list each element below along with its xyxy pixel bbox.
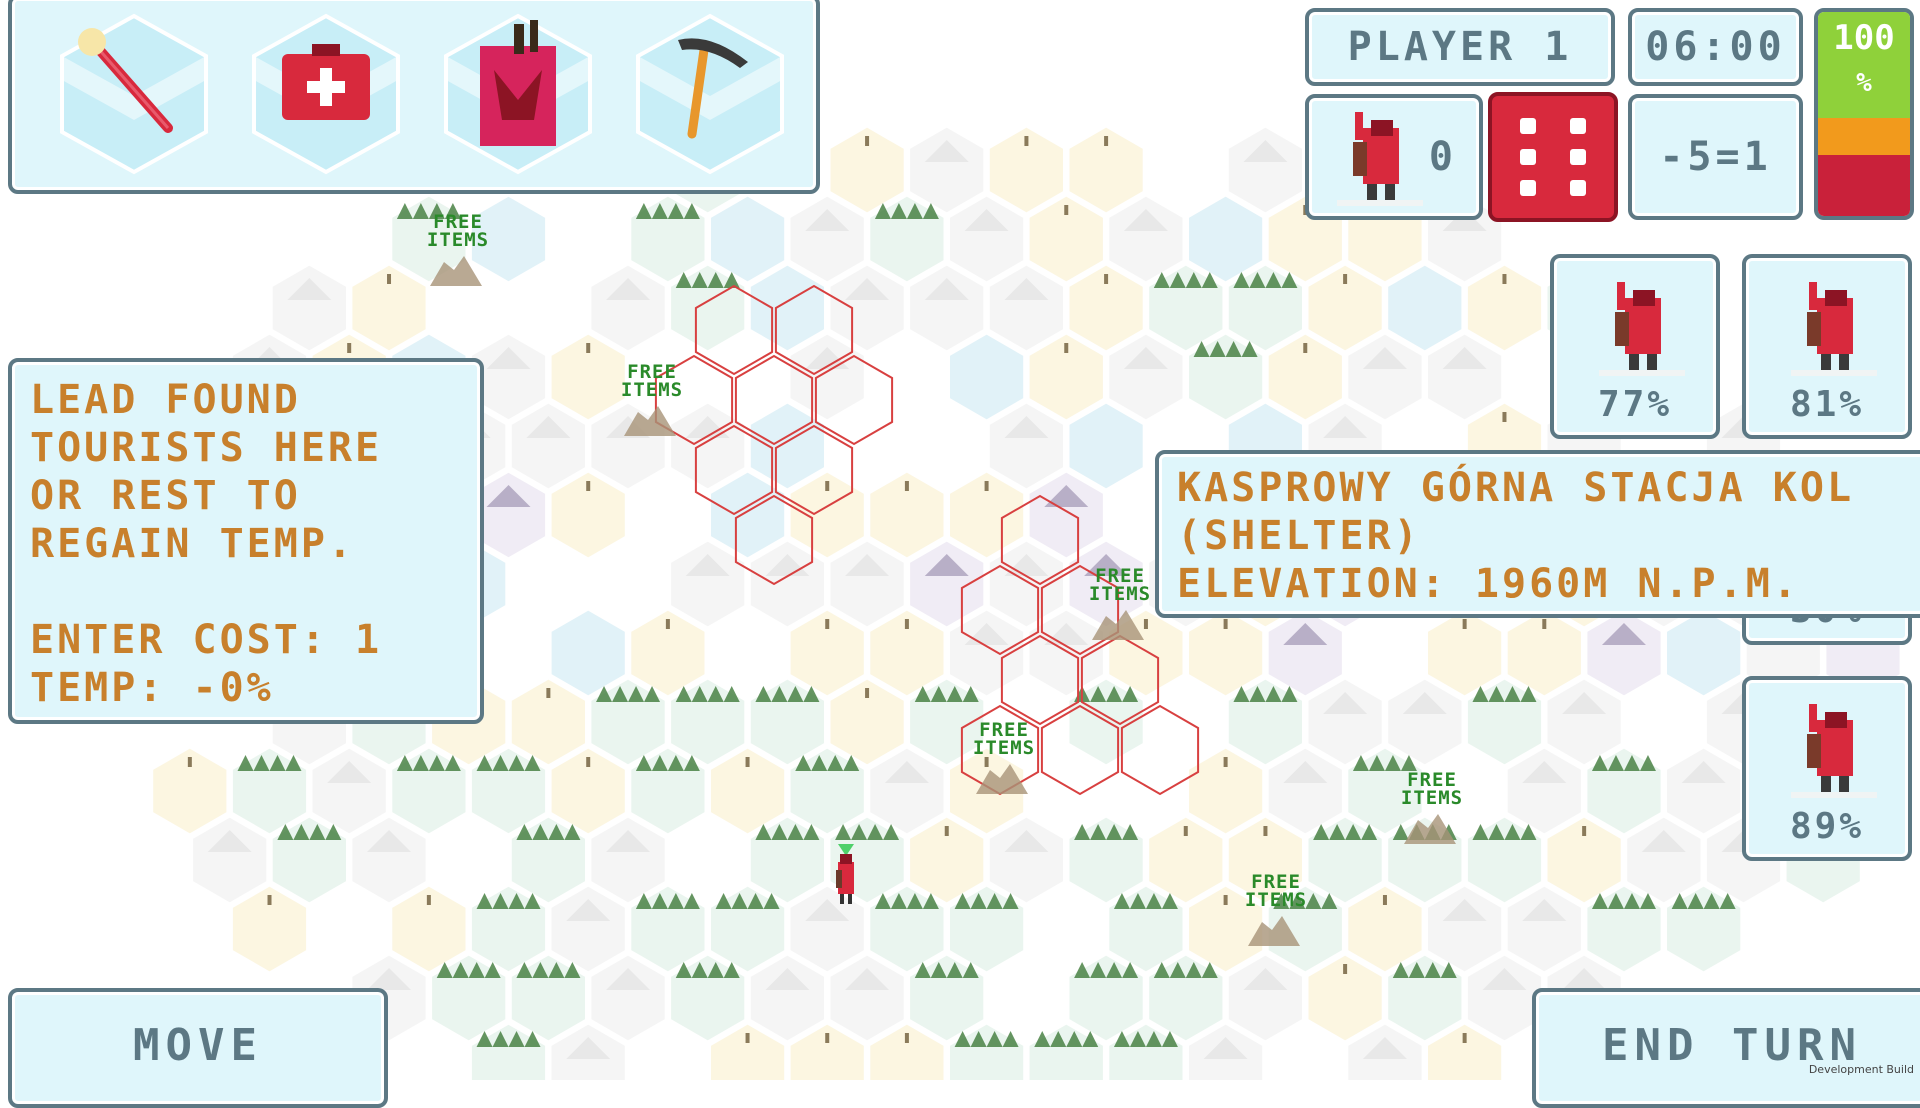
svg-text:FREE: FREE <box>1095 565 1145 587</box>
location-tooltip: KASPROWY GÓRNA STACJA KOL (SHELTER) ELEV… <box>1155 450 1920 618</box>
player-token[interactable] <box>836 844 854 904</box>
temp-change: TEMP: -0% <box>30 665 274 711</box>
info-line: REGAIN TEMP. <box>30 521 355 567</box>
location-type: (SHELTER) <box>1177 513 1421 559</box>
modifier-text: -5=1 <box>1659 134 1772 180</box>
clock: 06:00 <box>1628 8 1803 86</box>
player-indicator: PLAYER 1 <box>1305 8 1615 86</box>
end-turn-button[interactable]: END TURN <box>1532 988 1920 1108</box>
location-elevation: ELEVATION: 1960M N.P.M. <box>1177 561 1800 607</box>
tile-info-panel: LEAD FOUND TOURISTS HERE OR REST TO REGA… <box>8 358 484 724</box>
svg-text:FREE: FREE <box>1251 871 1301 893</box>
move-button-label: MOVE <box>133 1020 263 1071</box>
svg-text:ITEMS: ITEMS <box>1245 889 1307 911</box>
movement-range-highlight <box>654 284 1200 796</box>
climber-temp: 89% <box>1789 806 1865 847</box>
time-text: 06:00 <box>1645 24 1786 70</box>
avalanche-probe-icon <box>60 13 208 175</box>
free-items-marker[interactable]: FREE ITEMS <box>1089 565 1151 640</box>
development-build-label: Development Build <box>1808 1063 1914 1076</box>
free-items-marker[interactable]: FREE ITEMS <box>621 361 683 436</box>
temperature-meter: 100 % <box>1814 8 1914 220</box>
info-line: OR REST TO <box>30 473 301 519</box>
climber-temp: 77% <box>1597 384 1673 425</box>
dice-six-icon <box>1520 118 1586 196</box>
climber-card-1[interactable]: 77% <box>1550 254 1720 439</box>
climber-icon <box>1791 704 1877 798</box>
location-name: KASPROWY GÓRNA STACJA KOL <box>1177 465 1855 511</box>
temperature-unit: % <box>1856 68 1872 98</box>
svg-text:FREE: FREE <box>433 211 483 233</box>
svg-text:ITEMS: ITEMS <box>427 229 489 251</box>
team-count-value: 0 <box>1428 134 1457 180</box>
svg-text:ITEMS: ITEMS <box>621 379 683 401</box>
team-count: 0 <box>1305 94 1483 220</box>
climber-icon <box>1791 282 1877 376</box>
ice-axe-icon <box>636 13 784 175</box>
map-markers: FREE ITEMS FREE ITEMS FREE ITEMS FREE IT… <box>427 211 1463 946</box>
temp-green-segment <box>1818 12 1910 119</box>
free-items-marker[interactable]: FREE ITEMS <box>1245 871 1307 946</box>
free-items-marker[interactable]: FREE ITEMS <box>1401 769 1463 844</box>
climber-temp: 81% <box>1789 384 1865 425</box>
inventory-slot-4[interactable] <box>626 10 794 178</box>
climber-icon <box>1599 282 1685 376</box>
inventory-slot-3[interactable] <box>434 10 602 178</box>
svg-text:ITEMS: ITEMS <box>973 737 1035 759</box>
free-items-marker[interactable]: FREE ITEMS <box>973 719 1035 794</box>
end-turn-button-label: END TURN <box>1602 1020 1862 1071</box>
climber-card-2[interactable]: 81% <box>1742 254 1912 439</box>
svg-text:ITEMS: ITEMS <box>1401 787 1463 809</box>
climber-icon <box>1337 112 1423 206</box>
inventory-slot-1[interactable] <box>50 10 218 178</box>
roll-modifier: -5=1 <box>1628 94 1803 220</box>
info-line: LEAD FOUND <box>30 377 301 423</box>
temp-red-segment <box>1818 154 1910 216</box>
free-items-marker[interactable]: FREE ITEMS <box>427 211 489 286</box>
move-button[interactable]: MOVE <box>8 988 388 1108</box>
dice[interactable] <box>1488 92 1618 222</box>
first-aid-kit-icon <box>252 13 400 175</box>
svg-text:FREE: FREE <box>979 719 1029 741</box>
svg-text:FREE: FREE <box>1407 769 1457 791</box>
inventory-slot-2[interactable] <box>242 10 410 178</box>
temp-orange-segment <box>1818 118 1910 155</box>
jacket-icon <box>444 13 592 175</box>
temperature-value: 100 <box>1833 18 1895 58</box>
inventory-bar <box>8 0 820 194</box>
player-label: PLAYER 1 <box>1347 24 1573 70</box>
svg-text:FREE: FREE <box>627 361 677 383</box>
climber-card-4[interactable]: 89% <box>1742 676 1912 861</box>
info-line: TOURISTS HERE <box>30 425 383 471</box>
svg-text:ITEMS: ITEMS <box>1089 583 1151 605</box>
enter-cost: ENTER COST: 1 <box>30 617 383 663</box>
